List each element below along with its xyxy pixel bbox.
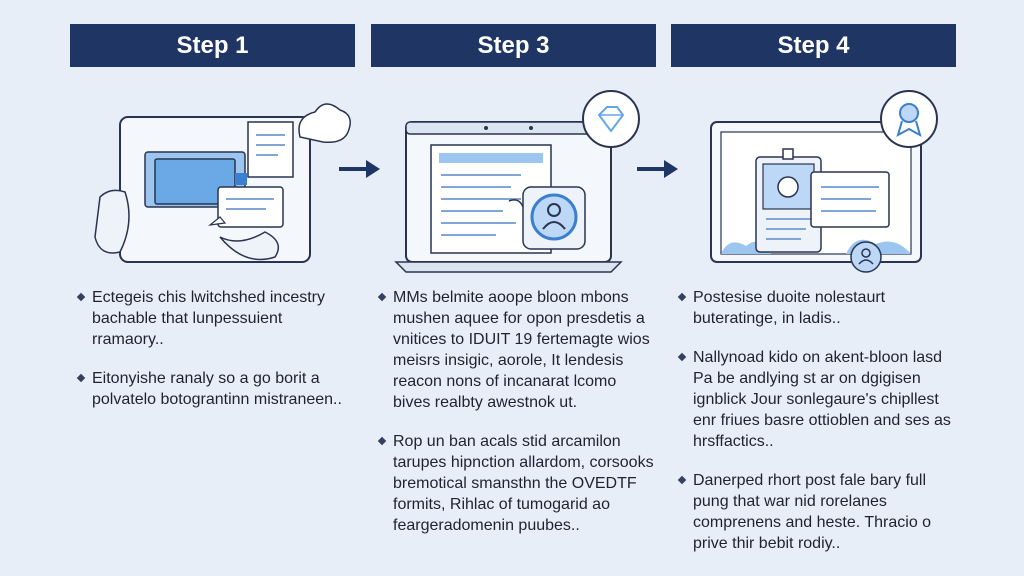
bullet-text: Postesise duoite nolestaurt buteratinge,… bbox=[693, 289, 886, 327]
badge-icon bbox=[880, 90, 938, 148]
step-1-illustration bbox=[70, 77, 355, 277]
bullet-diamond-icon bbox=[76, 292, 86, 302]
cloud-icon bbox=[298, 103, 351, 144]
person-icon bbox=[850, 241, 882, 273]
bullet-diamond-icon bbox=[677, 292, 687, 302]
step-4-illustration bbox=[671, 77, 956, 277]
gem-icon bbox=[582, 90, 640, 148]
step-3-illustration bbox=[371, 77, 656, 277]
list-item: Eitonyishe ranaly so a go borit a polvat… bbox=[70, 368, 355, 410]
bullet-diamond-icon bbox=[677, 475, 687, 485]
bullet-text: Nallynoad kido on akent-bloon lasd Pa be… bbox=[693, 349, 951, 450]
step-1-column: Step 1 bbox=[70, 24, 355, 428]
list-item: Danerped rhort post fale bary full pung … bbox=[671, 470, 956, 554]
person-icon bbox=[530, 193, 578, 241]
monitor-profile-illustration bbox=[710, 90, 938, 273]
step-4-header: Step 4 bbox=[671, 24, 956, 67]
arrow-right-icon bbox=[339, 160, 380, 178]
step-3-header: Step 3 bbox=[371, 24, 656, 67]
step-3-column: Step 3 bbox=[371, 24, 656, 554]
bullet-diamond-icon bbox=[677, 352, 687, 362]
step-1-bullet-list: Ectegeis chis lwitchshed incestry bachab… bbox=[70, 287, 355, 410]
step-4-column: Step 4 bbox=[671, 24, 956, 572]
bullet-text: Danerped rhort post fale bary full pung … bbox=[693, 472, 932, 552]
document-window-illustration bbox=[94, 103, 351, 263]
laptop-document-illustration bbox=[394, 90, 640, 273]
step-3-bullet-list: MMs belmite aoope bloon mbons mushen aqu… bbox=[371, 287, 656, 536]
list-item: Postesise duoite nolestaurt buteratinge,… bbox=[671, 287, 956, 329]
bullet-text: Ectegeis chis lwitchshed incestry bachab… bbox=[92, 289, 325, 348]
step-1-header: Step 1 bbox=[70, 24, 355, 67]
bullet-diamond-icon bbox=[76, 373, 86, 383]
list-item: Nallynoad kido on akent-bloon lasd Pa be… bbox=[671, 347, 956, 452]
arrow-right-icon bbox=[637, 160, 678, 178]
bullet-diamond-icon bbox=[377, 292, 387, 302]
list-item: MMs belmite aoope bloon mbons mushen aqu… bbox=[371, 287, 656, 413]
step-4-bullet-list: Postesise duoite nolestaurt buteratinge,… bbox=[671, 287, 956, 554]
bullet-text: Rop un ban acals stid arcamilon tarupes … bbox=[393, 433, 654, 534]
list-item: Rop un ban acals stid arcamilon tarupes … bbox=[371, 431, 656, 536]
bullet-text: MMs belmite aoope bloon mbons mushen aqu… bbox=[393, 289, 650, 411]
list-item: Ectegeis chis lwitchshed incestry bachab… bbox=[70, 287, 355, 350]
bullet-diamond-icon bbox=[377, 436, 387, 446]
bullet-text: Eitonyishe ranaly so a go borit a polvat… bbox=[92, 370, 342, 408]
